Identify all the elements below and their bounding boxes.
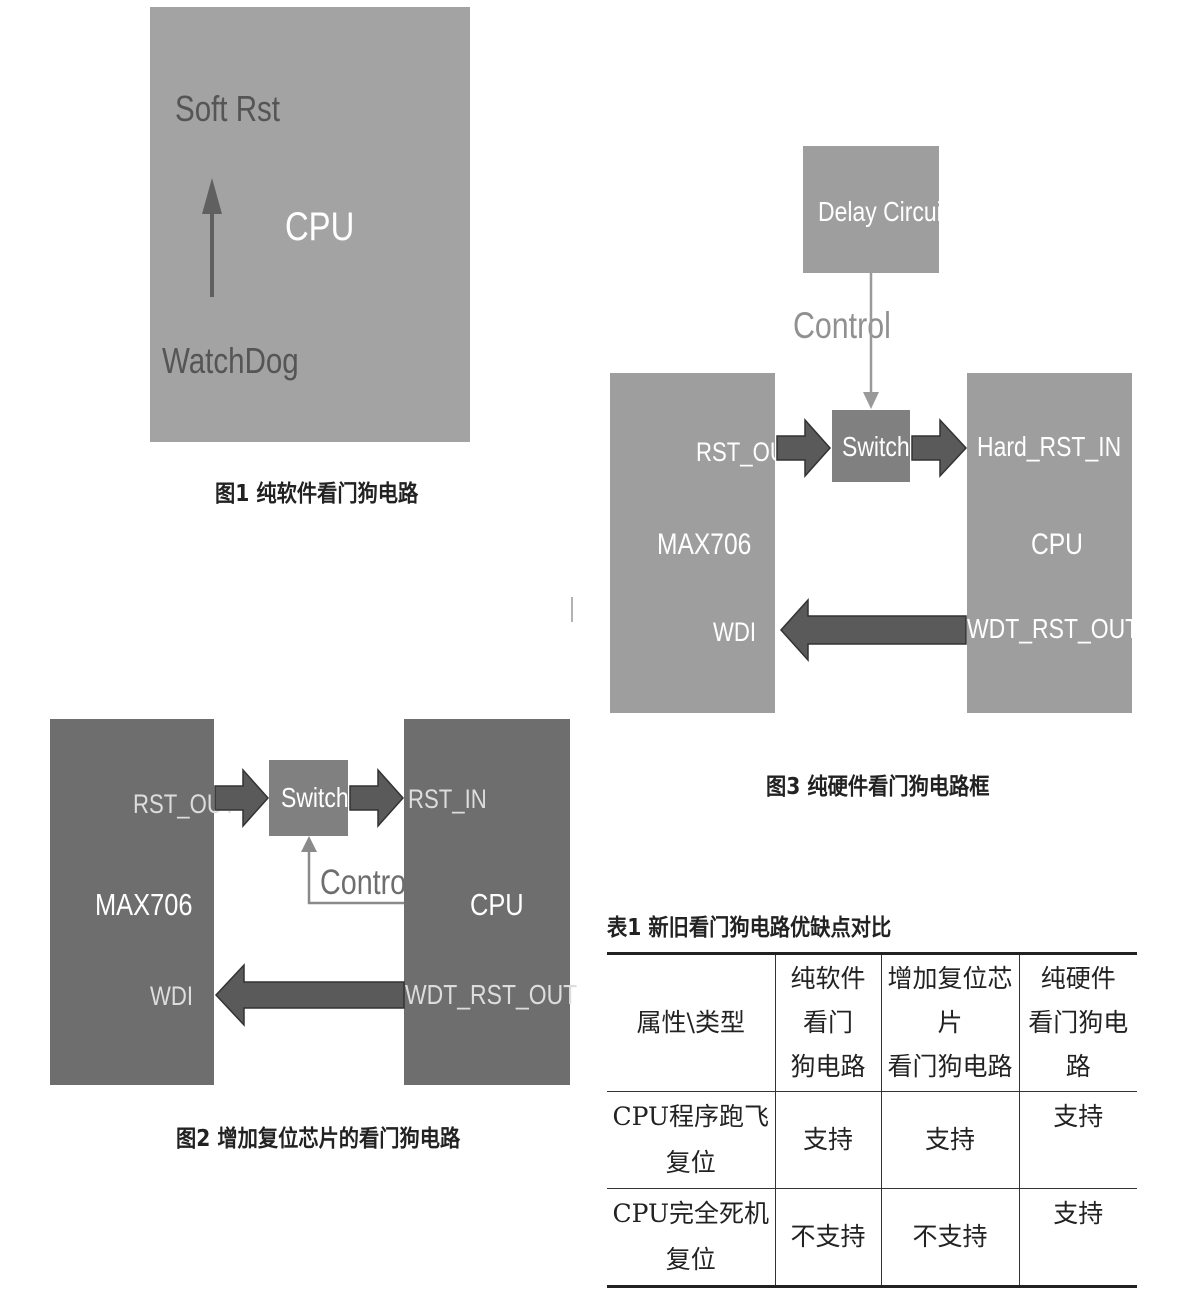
header-reset-chip-line2: 看门狗电路: [887, 1052, 1013, 1081]
fig1-watchdog-label: WatchDog: [162, 340, 299, 381]
fig1-caption: 图1 纯软件看门狗电路: [215, 481, 419, 507]
fig3-max706-box: [610, 373, 775, 713]
header-software-watchdog: 纯软件看门 狗电路: [774, 953, 882, 1092]
row1-software-value: 支持: [774, 1091, 882, 1189]
fig1-soft-rst-label: Soft Rst: [175, 88, 280, 129]
table1-title: 表1 新旧看门狗电路优缺点对比: [607, 915, 892, 941]
fig2-control-arrow: [301, 836, 404, 905]
fig3-wdt-rst-out-label: WDT_RST_OUT: [967, 613, 1140, 644]
fig3-switch-label: Switch: [842, 431, 910, 462]
fig3-cpu-label: CPU: [1031, 528, 1083, 561]
fig1-upward-arrow: [202, 178, 222, 297]
fig3-control-label: Control: [793, 305, 891, 346]
fig3-delay-circuit-label: Delay Circuit: [818, 196, 949, 227]
row2-hardware-value: 支持: [1018, 1188, 1137, 1287]
fig3-switch-box: [832, 410, 910, 482]
fig1-cpu-label: CPU: [285, 205, 355, 249]
fig2-wdt-rst-out-label: WDT_RST_OUT: [405, 979, 578, 1010]
fig3-caption: 图3 纯硬件看门狗电路框: [766, 774, 990, 800]
fig2-caption: 图2 增加复位芯片的看门狗电路: [176, 1126, 461, 1152]
row2-reset-chip-value: 不支持: [880, 1188, 1020, 1287]
table-row: CPU完全死机复位 不支持 不支持 支持: [607, 1188, 1137, 1287]
fig1-cpu-box: [150, 7, 470, 442]
table-row: CPU程序跑飞复位 支持 支持 支持: [607, 1091, 1137, 1189]
fig3-cpu-box: [967, 373, 1132, 713]
header-hardware-line2: 看门狗电路: [1028, 1008, 1129, 1081]
fig3-switch-to-hard-rst-in-arrow: [911, 418, 968, 478]
header-hardware-line1: 纯硬件: [1040, 964, 1116, 993]
fig2-rst-in-label: RST_IN: [408, 784, 487, 814]
fig2-max706-box: [50, 719, 214, 1085]
fig2-switch-box: [269, 760, 348, 836]
fig3-wdi-label: WDI: [713, 617, 757, 647]
fig2-switch-label: Switch: [281, 782, 349, 813]
fig2-wdi-label: WDI: [150, 981, 194, 1011]
fig3-hard-rst-in-label: Hard_RST_IN: [977, 431, 1122, 462]
fig2-cpu-label: CPU: [470, 887, 524, 922]
fig2-switch-to-rst-in-arrow: [349, 768, 405, 828]
header-reset-chip-line1: 增加复位芯片: [887, 964, 1013, 1037]
fig3-wdt-to-wdi-arrow: [779, 598, 967, 662]
row2-attribute: CPU完全死机复位: [607, 1188, 776, 1287]
row1-hardware-value: 支持: [1018, 1091, 1137, 1189]
row2-software-value: 不支持: [774, 1188, 882, 1287]
fig3-delay-circuit-box: [803, 146, 939, 273]
fig3-max706-label: MAX706: [657, 528, 752, 561]
row1-attribute: CPU程序跑飞复位: [607, 1091, 776, 1189]
table-header-row: 属性\类型 纯软件看门 狗电路 增加复位芯片 看门狗电路 纯硬件 看门狗电路: [607, 953, 1137, 1092]
fig3-rst-out-to-switch-arrow: [776, 418, 832, 478]
row1-reset-chip-value: 支持: [880, 1091, 1020, 1189]
header-software-line2: 狗电路: [790, 1052, 866, 1081]
fig2-max706-label: MAX706: [95, 887, 193, 922]
header-reset-chip-watchdog: 增加复位芯片 看门狗电路: [880, 953, 1020, 1092]
header-attribute-type: 属性\类型: [607, 953, 776, 1092]
fig3-control-arrow: [863, 273, 879, 409]
header-software-line1: 纯软件看门: [790, 964, 866, 1037]
fig2-rst-out-to-switch-arrow: [214, 768, 270, 828]
comparison-table: 属性\类型 纯软件看门 狗电路 增加复位芯片 看门狗电路 纯硬件 看门狗电路 C…: [607, 952, 1137, 1288]
fig2-cpu-box: [404, 719, 570, 1085]
fig2-wdt-to-wdi-arrow: [214, 963, 405, 1027]
header-hardware-watchdog: 纯硬件 看门狗电路: [1018, 953, 1137, 1092]
fig2-control-label: Control: [320, 863, 413, 902]
